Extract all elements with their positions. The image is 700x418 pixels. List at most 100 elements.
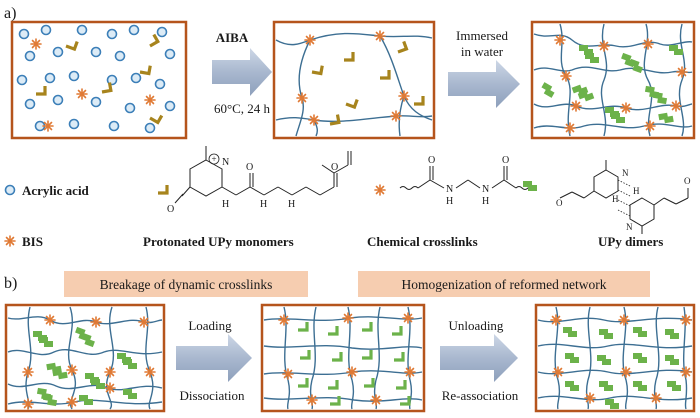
upy-unit bbox=[329, 114, 341, 126]
acrylic-acid-label: Acrylic acid bbox=[22, 183, 90, 198]
upy-dimer bbox=[565, 381, 579, 391]
crosslink-n2-label: N bbox=[482, 184, 489, 195]
upy-dimer bbox=[665, 329, 679, 339]
dissociated-upy-units bbox=[298, 322, 411, 406]
monomer-o3-label: O bbox=[331, 162, 338, 173]
upy-unit bbox=[414, 96, 425, 106]
immersed-label: Immersed bbox=[456, 28, 508, 43]
upy-dimer bbox=[39, 337, 53, 347]
reformed-crosslinks bbox=[550, 314, 692, 404]
dense-crosslinks bbox=[554, 34, 688, 134]
reagent-label: AIBA bbox=[216, 30, 249, 45]
loading-arrow: Loading Dissociation bbox=[176, 318, 252, 403]
crosslink-star bbox=[618, 314, 630, 326]
crosslink-h1-label: H bbox=[446, 196, 453, 207]
upy-unit bbox=[300, 350, 311, 360]
upy-unit bbox=[298, 322, 309, 332]
crosslink-star bbox=[144, 94, 156, 106]
upy-dimer bbox=[563, 327, 577, 337]
upy-dimer bbox=[658, 112, 674, 124]
network-chains bbox=[275, 32, 433, 137]
chemical-crosslinks-label: Chemical crosslinks bbox=[367, 234, 478, 249]
upy-dimer bbox=[669, 45, 683, 55]
upy-dimers-label: UPy dimers bbox=[598, 234, 663, 249]
reformed-network-box bbox=[534, 303, 696, 413]
acrylic-acid-bead bbox=[76, 24, 88, 36]
crosslink-star bbox=[90, 316, 102, 328]
upy-dimer bbox=[123, 359, 137, 369]
upy-dimer-icon bbox=[523, 181, 537, 191]
upy-unit bbox=[328, 380, 339, 390]
upy-unit bbox=[362, 350, 373, 360]
upy-dimer bbox=[599, 329, 613, 339]
banner-breakage-label: Breakage of dynamic crosslinks bbox=[100, 277, 273, 292]
monomer-n-plus-label: N bbox=[222, 157, 229, 168]
crosslink-star bbox=[374, 30, 386, 42]
acrylic-acid-bead bbox=[68, 70, 80, 82]
upy-unit bbox=[394, 352, 405, 362]
in-water-label: in water bbox=[461, 44, 504, 59]
acrylic-acid-bead bbox=[90, 96, 102, 108]
monomer-h2-label: H bbox=[260, 199, 267, 210]
crosslink-star bbox=[144, 366, 156, 378]
acrylic-acid-bead bbox=[52, 46, 64, 58]
upy-unit bbox=[362, 322, 373, 332]
upy-unit bbox=[344, 52, 355, 62]
upy-dimer bbox=[597, 355, 611, 365]
upy-dimer-clusters bbox=[541, 45, 683, 124]
acrylic-acid-bead bbox=[106, 28, 118, 40]
initial-dimer-clusters bbox=[33, 326, 137, 407]
monomer-h3-label: H bbox=[288, 199, 295, 210]
dimer-h1-label: H bbox=[612, 194, 619, 204]
acrylic-acid-bead bbox=[130, 72, 142, 84]
acrylic-acid-bead bbox=[16, 74, 28, 86]
upy-unit bbox=[36, 86, 47, 96]
dimer-o1-label: O bbox=[556, 198, 563, 208]
upy-monomer-structure bbox=[174, 146, 352, 204]
upy-unit bbox=[400, 396, 411, 406]
polymer-network-box bbox=[272, 20, 436, 140]
acrylic-acid-bead bbox=[114, 50, 126, 62]
legend: Acrylic acid BIS bbox=[4, 146, 691, 249]
crosslink-star bbox=[374, 184, 386, 196]
crosslink-star bbox=[680, 366, 692, 378]
upy-dimer bbox=[79, 395, 93, 405]
banner-homogenization: Homogenization of reformed network bbox=[358, 271, 650, 297]
upy-dimer bbox=[599, 381, 613, 391]
upy-dimer bbox=[652, 91, 668, 105]
upy-unit bbox=[380, 70, 391, 80]
crosslink-star bbox=[22, 398, 34, 410]
chemical-crosslink-icon bbox=[374, 184, 386, 196]
upy-unit bbox=[396, 380, 407, 390]
crosslink-star bbox=[306, 394, 318, 406]
upy-dimer-structure bbox=[559, 160, 689, 234]
upy-dimer bbox=[667, 381, 681, 391]
banner-homogenization-label: Homogenization of reformed network bbox=[401, 277, 606, 292]
crosslink-star bbox=[550, 314, 562, 326]
upy-unit bbox=[158, 185, 169, 195]
acrylic-acid-beads bbox=[16, 24, 176, 134]
upy-dimer bbox=[523, 181, 537, 191]
stretched-crosslinks bbox=[278, 312, 416, 406]
crosslink-o2-label: O bbox=[502, 155, 509, 166]
crosslink-star bbox=[620, 366, 632, 378]
crosslink-star bbox=[370, 394, 382, 406]
crosslink-star bbox=[404, 366, 416, 378]
crosslink-star bbox=[22, 366, 34, 378]
crosslink-star bbox=[560, 70, 572, 82]
acrylic-acid-bead bbox=[90, 46, 102, 58]
upy-unit bbox=[139, 65, 152, 76]
crosslink-star bbox=[570, 100, 582, 112]
upy-dimer bbox=[541, 82, 555, 98]
crosslink-star bbox=[390, 110, 402, 122]
crosslink-star bbox=[104, 366, 116, 378]
dimer-network-box bbox=[530, 20, 696, 140]
crosslink-star bbox=[296, 92, 308, 104]
upy-dimer bbox=[565, 353, 579, 363]
monomer-h-label: H bbox=[222, 199, 229, 210]
upy-unit bbox=[345, 99, 359, 110]
upy-dimer bbox=[52, 368, 68, 380]
dimer-o2-label: O bbox=[684, 176, 691, 186]
